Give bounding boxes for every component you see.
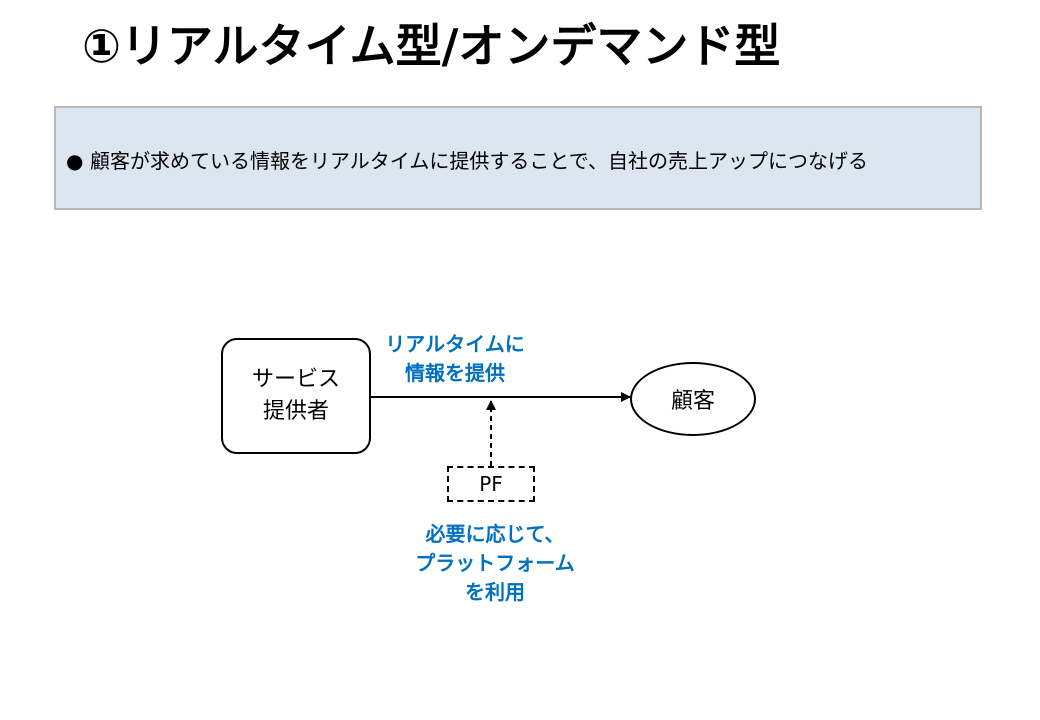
platform-usage-line: プラットフォーム: [415, 551, 575, 575]
provide-label-line: 情報を提供: [405, 361, 505, 385]
platform-label: PF: [479, 472, 503, 496]
platform-node: PF: [447, 466, 535, 502]
bullet-icon: ●: [66, 149, 84, 173]
provider-label-line: サービス: [251, 367, 340, 392]
service-provider-node: サービス 提供者: [221, 338, 371, 454]
summary-box: ● 顧客が求めている情報をリアルタイムに提供することで、自社の売上アップにつなげ…: [54, 106, 982, 210]
platform-usage-line: 必要に応じて、: [425, 522, 565, 546]
provide-label: リアルタイムに 情報を提供: [372, 330, 538, 388]
page-title: ①リアルタイム型/オンデマンド型: [82, 19, 781, 73]
summary-text: 顧客が求めている情報をリアルタイムに提供することで、自社の売上アップにつなげる: [90, 149, 868, 173]
platform-usage-label: 必要に応じて、 プラットフォーム を利用: [390, 520, 600, 607]
provide-label-line: リアルタイムに: [385, 332, 525, 356]
platform-usage-line: を利用: [465, 580, 525, 604]
provider-label-line: 提供者: [262, 399, 329, 424]
customer-label: 顧客: [670, 389, 715, 414]
customer-node: 顧客: [630, 362, 756, 436]
